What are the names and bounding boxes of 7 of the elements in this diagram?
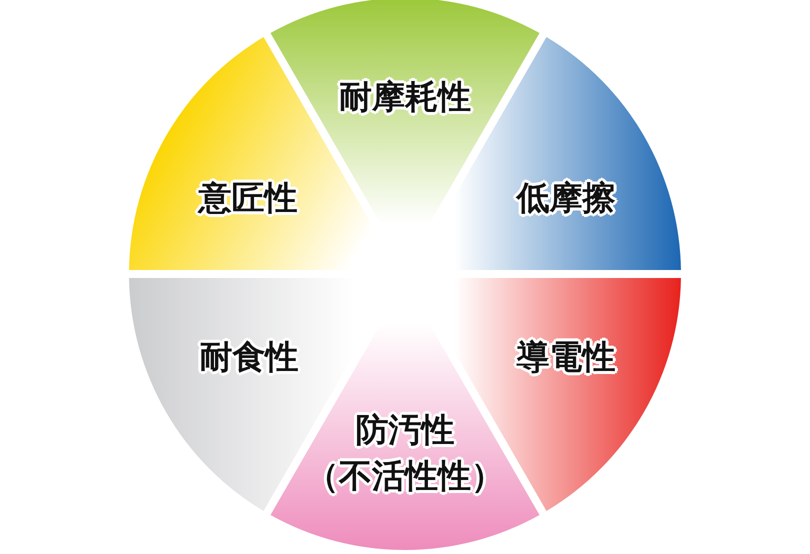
segment-label: 防汚性	[356, 412, 454, 448]
segment-label: 耐摩耗性	[339, 78, 471, 116]
segment-label: 耐食性	[200, 338, 298, 376]
segment-label: 導電性	[516, 338, 616, 376]
segment-label: 低摩擦	[516, 180, 616, 216]
segment-label: 意匠性	[198, 180, 298, 216]
segment-label: （不活性性）	[306, 458, 504, 494]
